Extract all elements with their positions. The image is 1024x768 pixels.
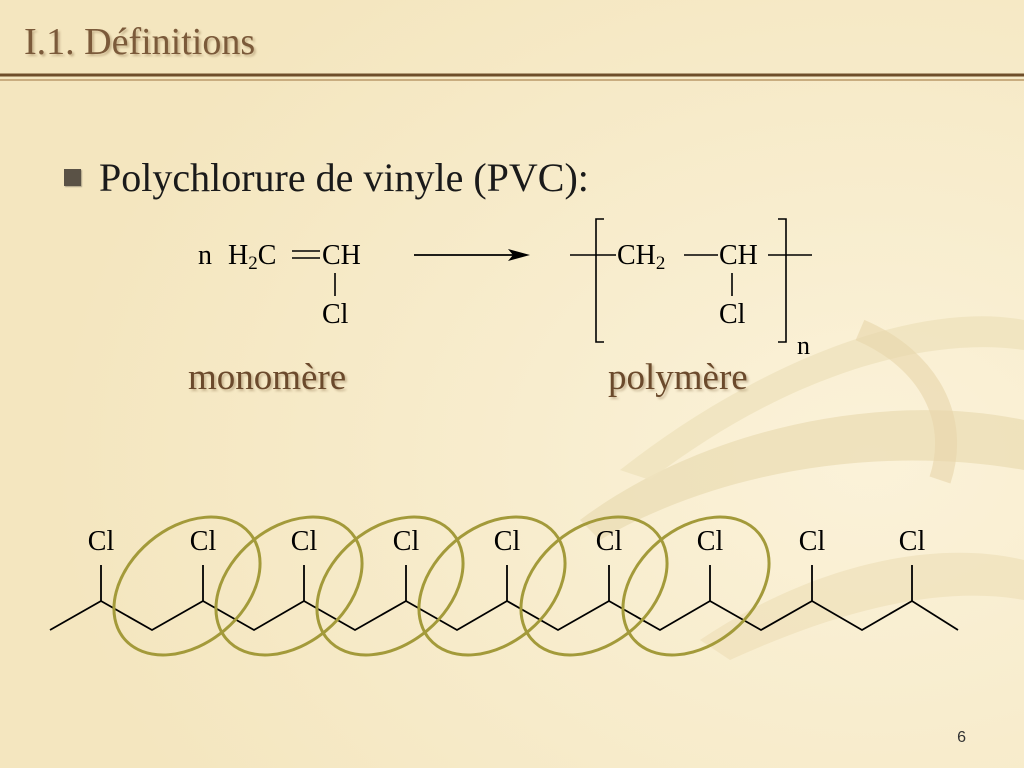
chain-cl-label: Cl <box>798 526 826 557</box>
title-rule <box>0 73 1024 81</box>
repeat-unit-ellipse <box>112 515 262 657</box>
slide-title: I.1. Définitions <box>24 21 256 63</box>
chain-cl-label: Cl <box>595 526 623 557</box>
polymer-cl: Cl <box>719 299 746 330</box>
chain-cl-label: Cl <box>493 526 521 557</box>
square-bullet-icon <box>64 169 81 186</box>
chain-cl-label: Cl <box>898 526 926 557</box>
monomer-h2c: H2C <box>228 240 277 274</box>
repeat-unit-ellipse <box>417 515 567 657</box>
repeat-unit-ellipse <box>214 515 364 657</box>
reaction-arrow-head <box>508 249 530 261</box>
polymer-ch2: CH2 <box>617 240 666 274</box>
repeat-unit-ellipse <box>621 515 771 657</box>
chain-cl-label: Cl <box>696 526 724 557</box>
chain-substituent-bonds <box>100 565 913 601</box>
chain-cl-label: Cl <box>87 526 115 557</box>
polymer-ch: CH <box>719 240 758 271</box>
monomer-cl: Cl <box>322 299 349 330</box>
chain-cl-label: Cl <box>290 526 318 557</box>
page-number: 6 <box>957 729 966 746</box>
monomer-ch: CH <box>322 240 361 271</box>
left-bracket <box>595 218 604 343</box>
polymer-caption: polymère <box>608 357 748 398</box>
repeat-index-n: n <box>797 331 810 360</box>
repeat-unit-ellipse <box>315 515 465 657</box>
monomer-coefficient: n <box>198 240 212 271</box>
chain-cl-label: Cl <box>392 526 420 557</box>
monomer-caption: monomère <box>188 357 347 398</box>
right-bracket <box>778 218 787 343</box>
repeat-unit-ellipses <box>112 515 771 657</box>
repeat-unit-ellipse <box>519 515 669 657</box>
chain-cl-label: Cl <box>189 526 217 557</box>
chain-backbone <box>49 599 959 632</box>
bullet-text: Polychlorure de vinyle (PVC): <box>99 155 589 200</box>
bullet-item: Polychlorure de vinyle (PVC): <box>64 154 589 201</box>
